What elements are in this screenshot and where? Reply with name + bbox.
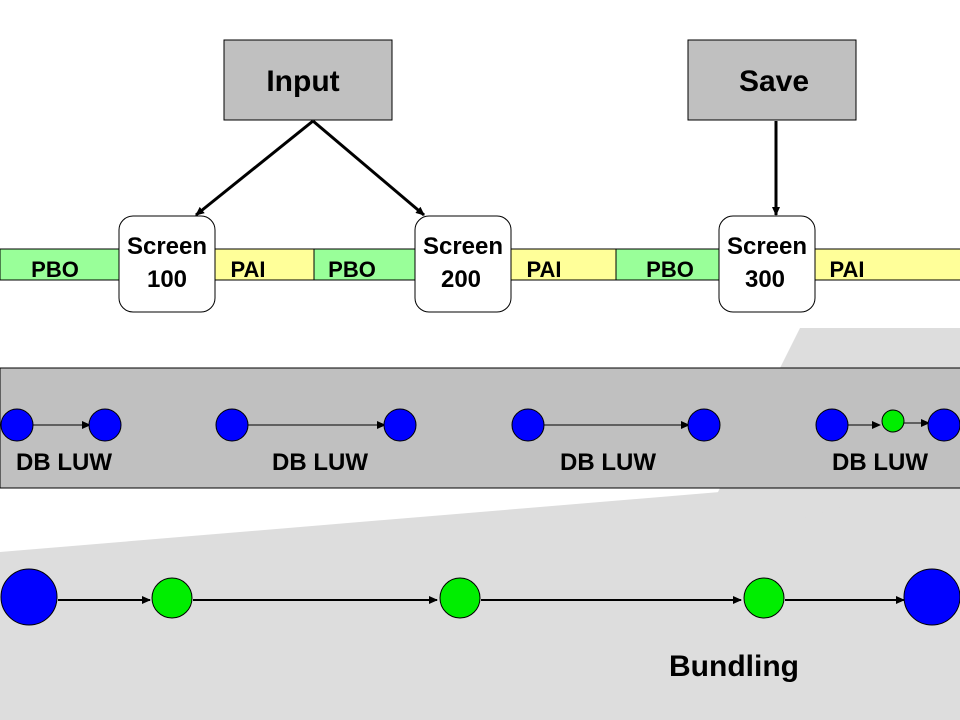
screen-100-box — [118, 215, 216, 313]
bundling-end-node — [903, 568, 960, 626]
timeline-label-pai-1: PAI — [230, 257, 265, 282]
bundling-label: Bundling — [669, 650, 799, 683]
screen-300-line1: Screen — [727, 233, 807, 260]
timeline-label-pbo-2: PBO — [328, 257, 376, 282]
timeline-label-pai-3: PAI — [829, 257, 864, 282]
db-luw-4-start-node — [815, 408, 849, 442]
save-box — [687, 39, 857, 121]
db-luw-3-label: DB LUW — [560, 449, 656, 476]
db-luw-3-end-node — [687, 408, 721, 442]
db-luw-3-start-node — [511, 408, 545, 442]
timeline-label-pai-2: PAI — [526, 257, 561, 282]
db-luw-2-start-node — [215, 408, 249, 442]
db-luw-4-end-node — [927, 408, 960, 442]
arrow-input-to-screen-200 — [312, 119, 425, 217]
save-box-label: Save — [739, 65, 809, 98]
bundling-start-node — [0, 568, 58, 626]
screen-200-line1: Screen — [423, 233, 503, 260]
screen-100-line2: 100 — [147, 266, 187, 293]
timeline-label-pbo-3: PBO — [646, 257, 694, 282]
screen-200-box — [414, 215, 512, 313]
db-luw-4-mid-node — [881, 409, 905, 433]
timeline-pbo-3 — [615, 248, 727, 281]
db-luw-2-label: DB LUW — [272, 449, 368, 476]
db-luw-2: DB LUW — [215, 408, 417, 476]
bundling-node-3 — [743, 577, 785, 619]
db-luw-band — [0, 367, 960, 489]
timeline-pbo-1 — [0, 248, 131, 281]
db-luw-3: DB LUW — [511, 408, 721, 476]
arrow-input-to-screen-100 — [195, 119, 314, 217]
db-luw-1-start-node — [0, 408, 34, 442]
db-luw-1-end-node — [88, 408, 122, 442]
timeline-label-pbo-1: PBO — [31, 257, 79, 282]
screen-200-line2: 200 — [441, 266, 481, 293]
input-box-label: Input — [266, 65, 339, 98]
screen-300-box — [718, 215, 816, 313]
bundling-node-2 — [439, 577, 481, 619]
db-luw-2-end-node — [383, 408, 417, 442]
input-box — [223, 39, 393, 121]
db-luw-1: DB LUW — [0, 408, 122, 476]
screen-100-line1: Screen — [127, 233, 207, 260]
db-luw-4: DB LUW — [815, 408, 960, 476]
screen-300-line2: 300 — [745, 266, 785, 293]
db-luw-4-label: DB LUW — [832, 449, 928, 476]
bundling-row: Bundling — [0, 568, 960, 683]
db-luw-1-label: DB LUW — [16, 449, 112, 476]
bundling-node-1 — [151, 577, 193, 619]
